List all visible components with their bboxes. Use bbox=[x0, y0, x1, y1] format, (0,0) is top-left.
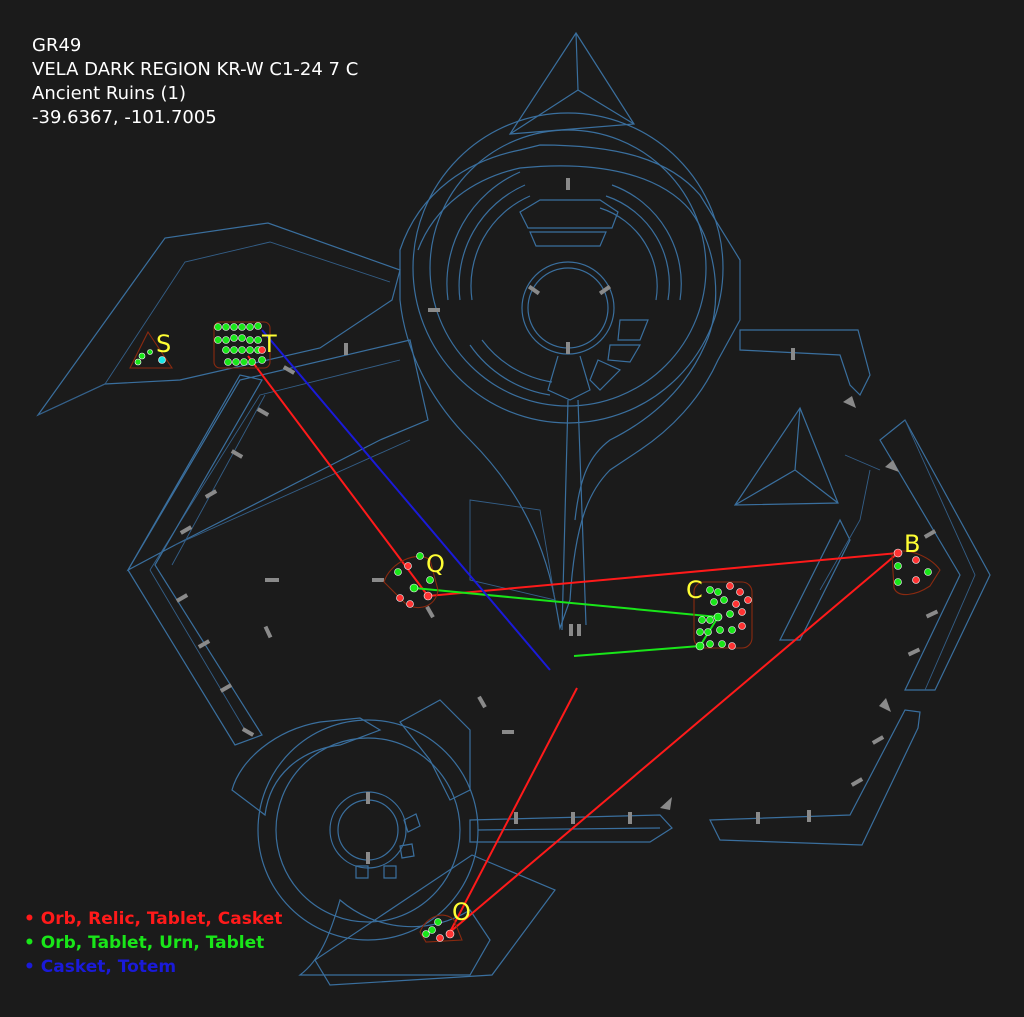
marker bbox=[566, 178, 570, 190]
central-hub bbox=[399, 112, 741, 631]
marker bbox=[425, 605, 435, 619]
left-frame bbox=[127, 374, 266, 746]
marker bbox=[628, 812, 632, 824]
legend-blue: • Casket, Totem bbox=[24, 957, 177, 977]
marker bbox=[344, 343, 348, 355]
ruin-markers bbox=[175, 178, 939, 864]
marker bbox=[527, 284, 541, 296]
marker bbox=[204, 489, 218, 499]
marker bbox=[179, 525, 193, 535]
marker bbox=[282, 365, 296, 375]
legend-red: • Orb, Relic, Tablet, Casket bbox=[24, 909, 283, 929]
marker bbox=[219, 683, 233, 693]
marker bbox=[756, 812, 760, 824]
route-blue bbox=[261, 329, 551, 671]
marker bbox=[366, 792, 370, 804]
marker bbox=[477, 695, 487, 709]
marker bbox=[871, 735, 885, 745]
site-label-b: B bbox=[904, 530, 920, 558]
marker bbox=[566, 342, 570, 354]
ruins-structures bbox=[36, 31, 991, 986]
site-label-c: C bbox=[686, 576, 703, 604]
region-name: VELA DARK REGION KR-W C1-24 7 C bbox=[32, 59, 359, 80]
site-c: C bbox=[686, 576, 753, 651]
bottom-corridor bbox=[314, 814, 673, 986]
marker bbox=[807, 810, 811, 822]
map-code: GR49 bbox=[32, 35, 82, 56]
routes bbox=[247, 329, 899, 933]
marker bbox=[502, 730, 514, 734]
marker bbox=[263, 625, 273, 639]
marker bbox=[569, 624, 573, 636]
marker bbox=[372, 578, 384, 582]
marker bbox=[660, 797, 672, 810]
marker bbox=[197, 639, 211, 649]
site-label-t: T bbox=[261, 330, 277, 358]
marker bbox=[925, 609, 939, 619]
marker bbox=[571, 812, 575, 824]
marker bbox=[879, 698, 891, 712]
site-label-s: S bbox=[156, 330, 171, 358]
marker bbox=[598, 284, 612, 296]
legend-green: • Orb, Tablet, Urn, Tablet bbox=[24, 933, 265, 953]
right-pyramid bbox=[733, 406, 839, 506]
site-o: O bbox=[419, 898, 471, 943]
marker bbox=[791, 348, 795, 360]
marker bbox=[577, 624, 581, 636]
site-label-o: O bbox=[452, 898, 471, 926]
marker bbox=[428, 308, 440, 312]
site-q: Q bbox=[383, 550, 445, 608]
marker bbox=[885, 460, 899, 472]
right-wing bbox=[709, 329, 991, 846]
marker bbox=[241, 727, 255, 737]
marker bbox=[923, 529, 937, 539]
marker bbox=[850, 777, 864, 787]
marker bbox=[265, 578, 279, 582]
site-s: S bbox=[129, 330, 174, 369]
coordinates: -39.6367, -101.7005 bbox=[32, 107, 217, 128]
marker bbox=[366, 852, 370, 864]
central-links bbox=[174, 439, 871, 601]
site-label-q: Q bbox=[426, 550, 445, 578]
site-b: B bbox=[891, 530, 941, 596]
marker bbox=[256, 407, 270, 417]
lower-left-frame bbox=[231, 699, 491, 976]
marker bbox=[843, 396, 856, 408]
marker bbox=[514, 812, 518, 824]
marker bbox=[175, 593, 189, 603]
marker bbox=[230, 449, 244, 459]
site-t: T bbox=[213, 321, 277, 369]
route-green bbox=[413, 587, 719, 657]
top-pyramid bbox=[508, 31, 636, 135]
site-type: Ancient Ruins (1) bbox=[32, 83, 186, 104]
marker bbox=[907, 647, 921, 657]
route-red bbox=[247, 355, 899, 933]
